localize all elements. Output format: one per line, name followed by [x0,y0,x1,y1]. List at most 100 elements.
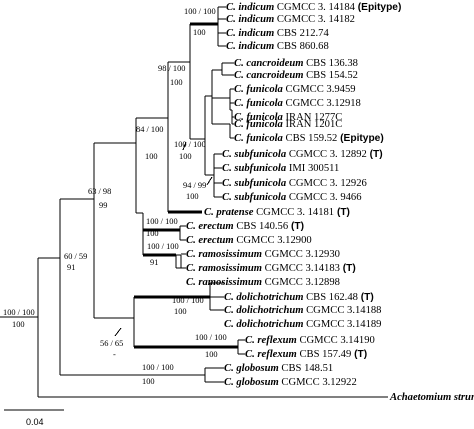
taxon-species: C. pratense [204,207,254,218]
taxon-strain: CGMCC 3.12922 [279,377,357,388]
taxon-label: C. globosum CGMCC 3.12922 [224,377,357,388]
taxon-strain: IRAN 1277C [283,112,342,123]
taxon-label: C. pratense CGMCC 3. 14181 (T) [204,207,350,218]
support-above: 100 / 100 [147,242,179,251]
taxon-type-tag: (T) [367,149,383,160]
taxon-label: C. funicola IRAN 1201C [234,119,342,130]
taxon-label: C. subfunicola CGMCC 3. 12926 [222,178,367,189]
taxon-species: C. ramosissimum [186,277,262,288]
taxon-strain: CGMCC 3. 14181 [253,207,334,218]
taxon-labels: C. indicum CGMCC 3. 14184 (Epitype)C. in… [186,2,474,403]
support-below: 100 [12,320,25,329]
taxon-label: C. erectum CGMCC 3.12900 [186,235,312,246]
taxon-species: C. funicola [234,119,284,130]
taxon-species: C. funicola [234,112,284,123]
taxon-species: C. dolichotrichum [224,319,303,330]
taxon-strain: CGMCC 3.14188 [303,305,381,316]
support-below: 91 [67,263,75,272]
taxon-label: C. reflexum CGMCC 3.14190 [245,335,375,346]
taxon-label: C. dolichotrichum CBS 162.48 (T) [224,292,374,303]
scale-bar-label: 0.04 [26,417,44,427]
taxon-strain: CBS 162.48 [303,292,357,303]
taxon-label: C. cancroideum CBS 136.38 [234,58,358,69]
support-above: 100 / 100 [184,7,216,16]
taxon-species: C. funicola [234,84,284,95]
support-below: 99 [99,201,107,210]
tree-branches [0,6,388,398]
taxon-strain: CGMCC 3.14190 [297,335,375,346]
taxon-label: C. funicola CGMCC 3.9459 [234,84,356,95]
support-above: 100 / 100 [195,333,227,342]
taxon-species: C. cancroideum [234,58,303,69]
taxon-label: C. indicum CBS 860.68 [226,41,329,52]
support-below: 100 [179,152,192,161]
taxon-strain: CGMCC 3. 12926 [286,178,367,189]
taxon-strain: CGMCC 3. 14184 [274,2,355,13]
taxon-strain: CBS 148.51 [279,363,333,374]
taxon-strain: IMI 300511 [286,163,339,174]
taxon-species: C. globosum [224,363,279,374]
taxon-species: C. ramosissimum [186,263,262,274]
taxon-strain: CGMCC 3.9459 [283,84,356,95]
taxon-species: C. subfunicola [222,163,287,174]
taxon-label: C. subfunicola CGMCC 3. 12892 (T) [222,149,383,160]
support-above: 60 / 59 [64,252,87,261]
taxon-label: C. funicola CGMCC 3.12918 [234,98,361,109]
taxon-label: C. dolichotrichum CGMCC 3.14189 [224,319,381,330]
taxon-type-tag: (T) [358,292,374,303]
taxon-type-tag: (T) [334,207,350,218]
taxon-species: C. ramosissimum [186,249,262,260]
taxon-species: C. indicum [226,2,274,13]
taxon-label: C. dolichotrichum CGMCC 3.14188 [224,305,381,316]
taxon-strain: CGMCC 3. 14182 [274,14,355,25]
taxon-strain: CBS 212.74 [274,28,329,39]
taxon-strain: CGMCC 3. 9466 [286,192,361,203]
support-below: 100 [145,152,158,161]
taxon-type-tag: (T) [288,221,304,232]
taxon-strain: CGMCC 3.12898 [262,277,340,288]
taxon-label: C. erectum CBS 140.56 (T) [186,221,304,232]
taxon-species: Achaetomium strumarium [389,392,474,403]
support-below: 100 [205,350,218,359]
support-below: 100 [193,28,206,37]
taxon-species: C. reflexum [245,335,297,346]
taxon-label: C. cancroideum CBS 154.52 [234,70,358,81]
support-below: 91 [150,258,158,267]
taxon-label: C. indicum CBS 212.74 [226,28,329,39]
support-below: - [113,350,116,359]
taxon-species: C. erectum [186,235,234,246]
taxon-species: C. cancroideum [234,70,303,81]
taxon-species: C. reflexum [245,349,297,360]
taxon-species: C. dolichotrichum [224,305,303,316]
support-above: 100 / 100 [146,217,178,226]
support-above: 100 / 100 [172,296,204,305]
taxon-species: C. indicum [226,28,274,39]
taxon-species: C. subfunicola [222,192,287,203]
taxon-label: C. indicum CGMCC 3. 14182 [226,14,355,25]
taxon-strain: CBS 154.52 [303,70,357,81]
support-below: 100 [146,229,159,238]
support-above: 56 / 65 [100,339,123,348]
taxon-label: C. indicum CGMCC 3. 14184 (Epitype) [226,2,401,13]
taxon-label: Achaetomium strumarium CBS 333.67 (T) [389,392,474,403]
support-below: 100 [174,307,187,316]
taxon-strain: IRAN 1201C [283,119,342,130]
support-above: 100 / 100 [174,140,206,149]
taxon-type-tag: (T) [351,349,367,360]
support-below: 100 [170,78,183,87]
taxon-strain: CBS 860.68 [274,41,328,52]
taxon-label: C. globosum CBS 148.51 [224,363,333,374]
taxon-type-tag: (Epitype) [337,133,383,144]
taxon-type-tag: (Epitype) [355,2,401,13]
taxon-species: C. indicum [226,14,274,25]
taxon-species: C. funicola [234,98,284,109]
scale-bar: 0.04 [4,409,64,427]
taxon-label: C. subfunicola CGMCC 3. 9466 [222,192,362,203]
taxon-label: C. ramosissimum CGMCC 3.12930 [186,249,340,260]
taxon-species: C. funicola [234,133,284,144]
taxon-label: C. ramosissimum CGMCC 3.12898 [186,277,340,288]
support-above: 84 / 100 [136,125,163,134]
taxon-strain: CGMCC 3.14189 [303,319,381,330]
taxon-species: C. erectum [186,221,234,232]
